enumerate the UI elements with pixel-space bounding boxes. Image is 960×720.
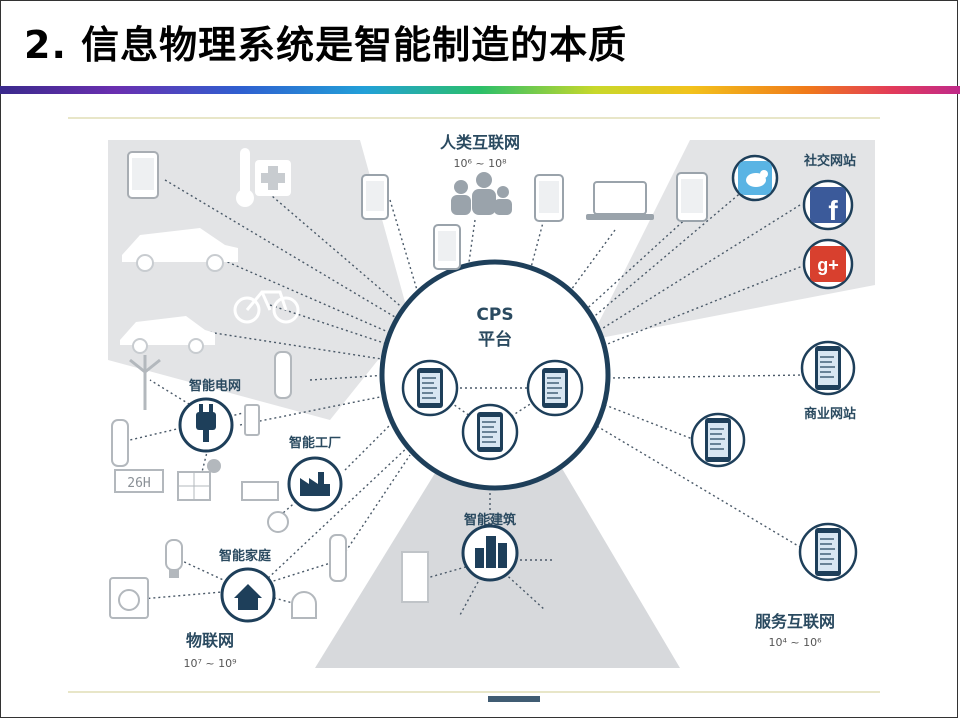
tools-icon: [267, 511, 289, 533]
web-server-icon: [800, 340, 856, 396]
slide-title: 2. 信息物理系统是智能制造的本质: [24, 23, 628, 67]
power-plug-icon: [178, 397, 234, 453]
cps-platform: CPS 平台: [379, 259, 611, 491]
solar-display-icon: 26H: [114, 469, 164, 493]
thermometer-icon: [236, 148, 254, 207]
human-internet-label: 人类互联网: [440, 133, 520, 152]
alarm-icon: [291, 591, 317, 619]
services-internet-label: 服务互联网: [755, 612, 835, 631]
people-icon: [451, 172, 512, 215]
cps-label: CPS: [476, 305, 513, 325]
server-node-right: [526, 359, 584, 417]
social-label: 社交网站: [803, 153, 856, 169]
iot-label: 物联网: [186, 631, 234, 650]
server-node-left: [401, 359, 459, 417]
commerce-label: 商业网站: [804, 406, 856, 422]
web-server-icon: [690, 412, 746, 468]
server-node-bottom: [461, 403, 519, 461]
medical-kit-icon: [255, 160, 291, 196]
charging-station-icon: [274, 351, 292, 399]
smart-building-label: 智能建筑: [464, 512, 516, 528]
web-server-icon: [798, 522, 858, 582]
washing-machine-icon: [109, 577, 149, 619]
twitter-icon: [731, 154, 779, 202]
electric-car-icon: [120, 316, 215, 354]
door-icon: [401, 551, 429, 603]
facebook-glyph: f: [828, 195, 838, 226]
google-plus-glyph: g+: [817, 255, 839, 275]
charging-station-icon: [329, 534, 347, 582]
electric-car-icon: [122, 228, 238, 272]
smart-home-label: 智能家庭: [219, 548, 272, 564]
solar-display-text: 26H: [127, 476, 150, 491]
phone-icon: [433, 224, 461, 270]
rainbow-divider: [0, 86, 960, 94]
right-wedge: [590, 140, 875, 340]
cps-platform-label: 平台: [478, 329, 512, 350]
facebook-icon: f: [802, 179, 854, 231]
buildings-icon: [461, 524, 519, 582]
phone-icon: [361, 174, 389, 220]
smart-factory-label: 智能工厂: [289, 435, 341, 451]
wind-turbine-icon: [129, 355, 161, 410]
solar-panel-icon: [177, 471, 211, 501]
smart-grid-label: 智能电网: [189, 378, 241, 394]
google-plus-icon: g+: [802, 238, 854, 290]
phone-icon: [534, 174, 564, 222]
smartphone-icon: [127, 151, 159, 199]
house-icon: [220, 567, 276, 623]
laptop-icon: [586, 181, 654, 220]
left-wedge: [108, 140, 410, 420]
iot-range: 10⁷ ~ 10⁹: [183, 657, 236, 670]
connector-lines: [129, 179, 806, 616]
meter-icon: [241, 481, 279, 501]
services-internet-range: 10⁴ ~ 10⁶: [768, 636, 822, 649]
bicycle-icon: [233, 290, 300, 324]
human-internet-range: 10⁶ ~ 10⁸: [453, 157, 507, 170]
battery-icon: [244, 404, 260, 436]
charging-station-icon: [111, 419, 129, 467]
page-marker: [488, 696, 540, 702]
phone-icon: [676, 172, 708, 222]
factory-icon: [287, 456, 343, 512]
sun-icon: [207, 459, 221, 473]
cps-circle: [379, 259, 611, 491]
light-bulb-icon: [165, 539, 183, 578]
